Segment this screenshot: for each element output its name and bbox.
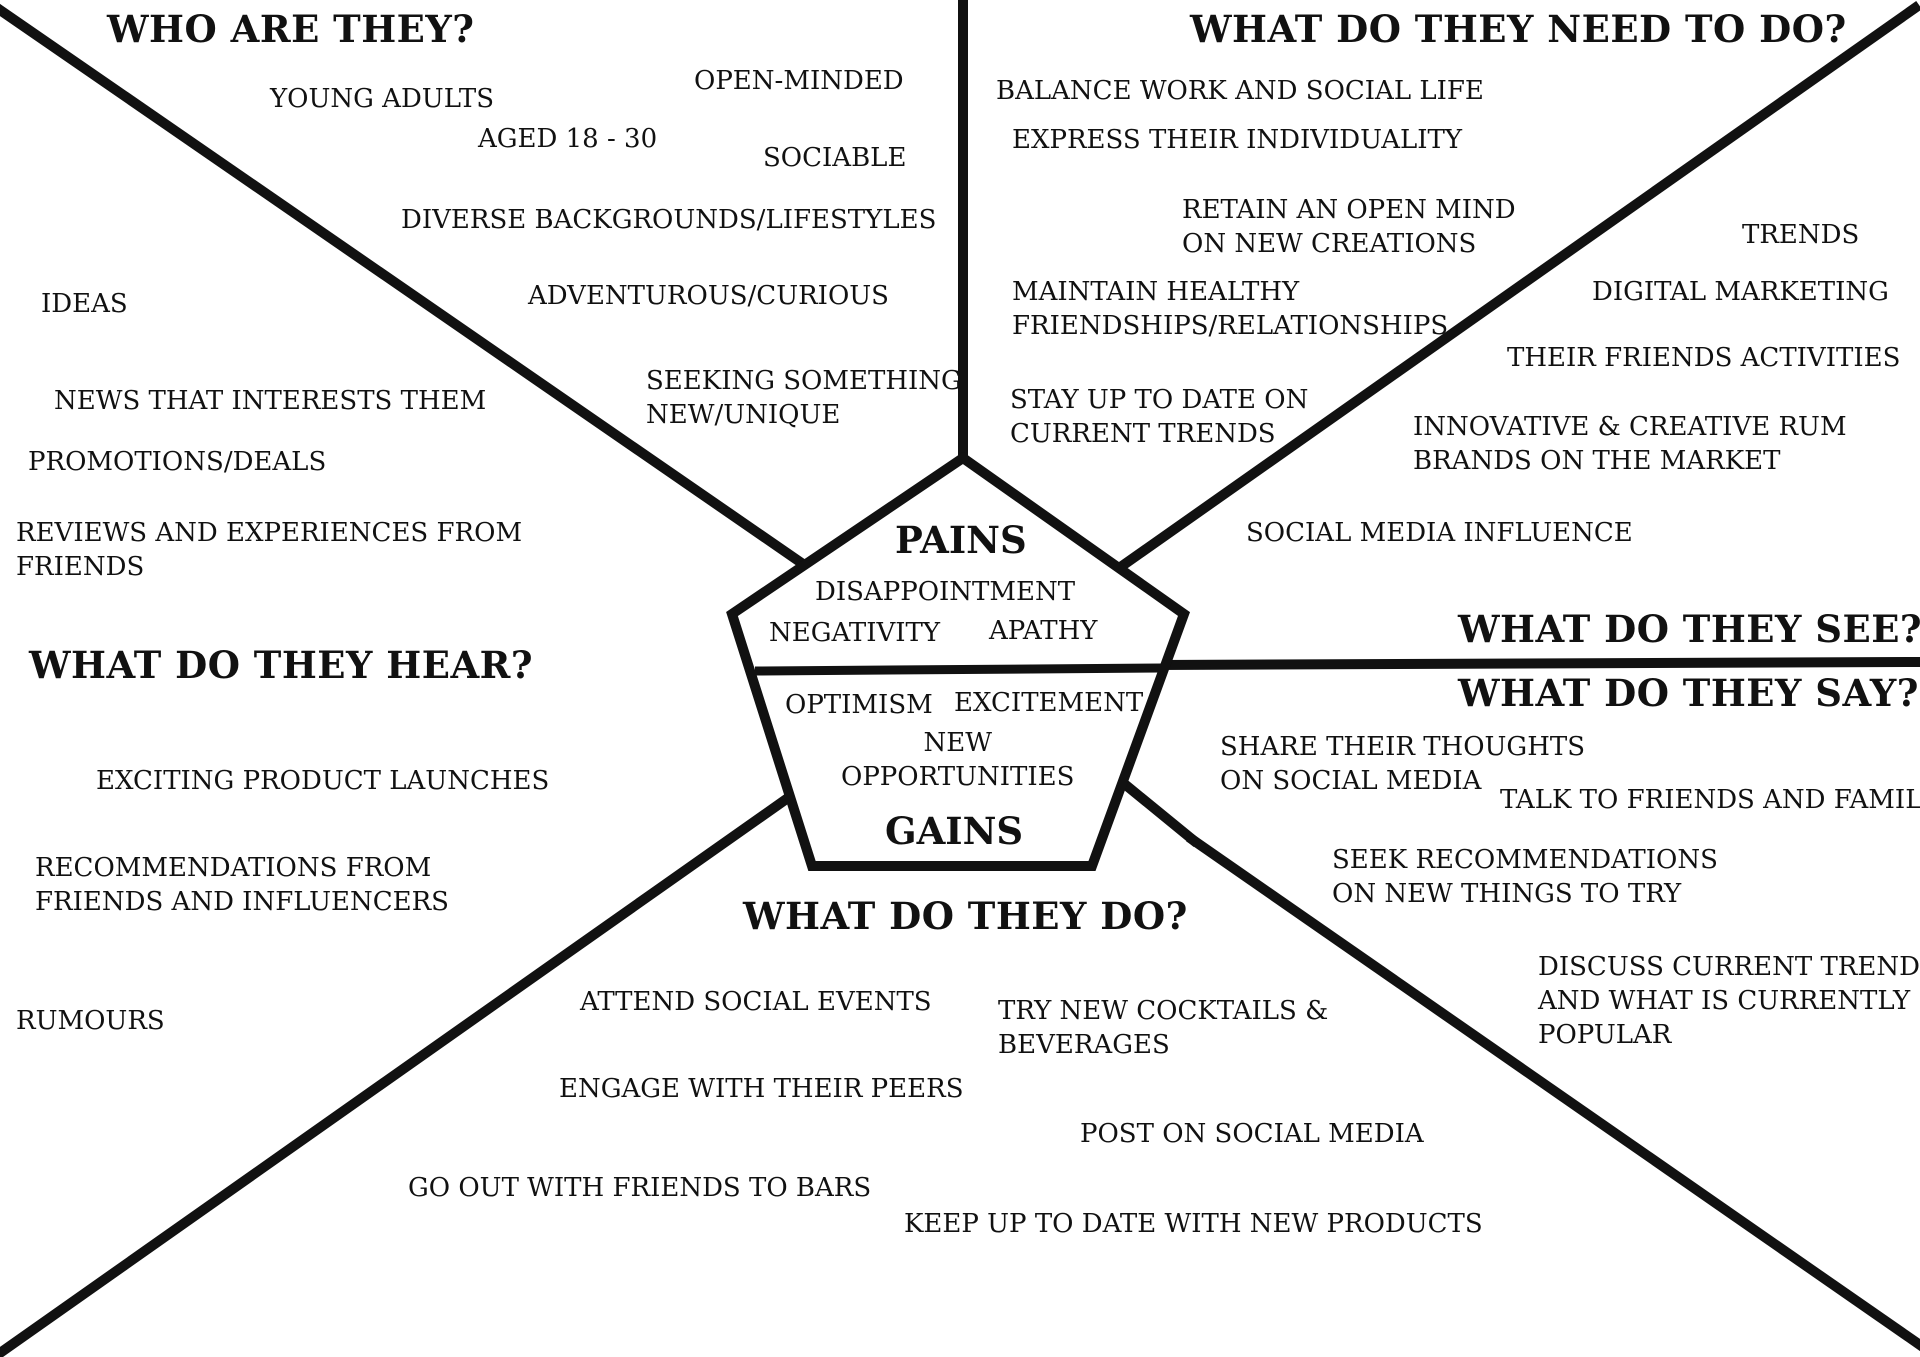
need-item-stay: STAY UP TO DATE ON CURRENT TRENDS xyxy=(1010,385,1309,449)
hear-heading: WHAT DO THEY HEAR? xyxy=(29,643,534,687)
pain-apathy: APATHY xyxy=(989,616,1098,646)
gain-optimism: OPTIMISM xyxy=(785,690,933,720)
do-item-attend: ATTEND SOCIAL EVENTS xyxy=(580,987,932,1017)
need-item-express: EXPRESS THEIR INDIVIDUALITY xyxy=(1012,125,1463,155)
see-item-social-media: SOCIAL MEDIA INFLUENCE xyxy=(1246,518,1633,548)
gain-new-opportunities: NEW OPPORTUNITIES xyxy=(841,728,1075,792)
see-item-friends-activities: THEIR FRIENDS ACTIVITIES xyxy=(1507,343,1901,373)
who-item-young-adults: YOUNG ADULTS xyxy=(270,84,495,114)
need-item-retain: RETAIN AN OPEN MIND ON NEW CREATIONS xyxy=(1182,195,1516,259)
pain-negativity: NEGATIVITY xyxy=(769,618,941,648)
hear-item-reviews: REVIEWS AND EXPERIENCES FROM FRIENDS xyxy=(16,518,523,582)
see-item-innovative: INNOVATIVE & CREATIVE RUM BRANDS ON THE … xyxy=(1413,412,1847,476)
hear-item-recommendations: RECOMMENDATIONS FROM FRIENDS AND INFLUEN… xyxy=(35,853,449,917)
gain-excitement: EXCITEMENT xyxy=(954,688,1144,718)
center-pentagon xyxy=(726,451,1191,871)
do-item-keep-up: KEEP UP TO DATE WITH NEW PRODUCTS xyxy=(904,1209,1483,1239)
divider-top-left xyxy=(0,3,810,571)
divider-bottom-right-lower xyxy=(1186,833,1920,1352)
see-item-digital-marketing: DIGITAL MARKETING xyxy=(1592,277,1889,307)
divider-bottom-left xyxy=(0,793,792,1357)
who-item-open-minded: OPEN-MINDED xyxy=(694,66,904,96)
who-item-diverse: DIVERSE BACKGROUNDS/LIFESTYLES xyxy=(401,205,937,235)
divider-right xyxy=(1152,656,1920,671)
pain-disappointment: DISAPPOINTMENT xyxy=(815,577,1076,607)
hear-item-ideas: IDEAS xyxy=(41,289,128,319)
say-item-talk: TALK TO FRIENDS AND FAMILY xyxy=(1500,785,1920,815)
hear-item-news: NEWS THAT INTERESTS THEM xyxy=(54,386,487,416)
gains-title: GAINS xyxy=(885,809,1024,853)
do-item-try: TRY NEW COCKTAILS & BEVERAGES xyxy=(998,996,1329,1060)
who-are-they-heading: WHO ARE THEY? xyxy=(107,7,475,51)
pains-title: PAINS xyxy=(895,518,1027,562)
need-item-maintain: MAINTAIN HEALTHY FRIENDSHIPS/RELATIONSHI… xyxy=(1012,277,1449,341)
say-item-share: SHARE THEIR THOUGHTS ON SOCIAL MEDIA xyxy=(1220,732,1586,796)
say-heading: WHAT DO THEY SAY? xyxy=(1458,671,1919,715)
who-item-seeking: SEEKING SOMETHING NEW/UNIQUE xyxy=(646,366,962,430)
say-item-seek: SEEK RECOMMENDATIONS ON NEW THINGS TO TR… xyxy=(1332,845,1718,909)
who-item-adventurous: ADVENTUROUS/CURIOUS xyxy=(528,281,889,311)
say-item-discuss: DISCUSS CURRENT TRENDS AND WHAT IS CURRE… xyxy=(1538,952,1920,1050)
hear-item-promotions: PROMOTIONS/DEALS xyxy=(28,447,327,477)
hear-item-rumours: RUMOURS xyxy=(16,1006,165,1036)
hear-item-launches: EXCITING PRODUCT LAUNCHES xyxy=(96,766,550,796)
who-item-sociable: SOCIABLE xyxy=(763,143,907,173)
divider-bottom-right xyxy=(1119,778,1201,848)
do-heading: WHAT DO THEY DO? xyxy=(743,894,1188,938)
do-item-engage: ENGAGE WITH THEIR PEERS xyxy=(559,1074,964,1104)
see-item-trends: TRENDS xyxy=(1742,220,1860,250)
pentagon-divider xyxy=(754,663,1163,676)
need-to-do-heading: WHAT DO THEY NEED TO DO? xyxy=(1190,7,1847,51)
divider-top-right xyxy=(1115,1,1920,573)
see-heading: WHAT DO THEY SEE? xyxy=(1458,607,1920,651)
who-item-aged: AGED 18 - 30 xyxy=(478,124,658,154)
need-item-balance: BALANCE WORK AND SOCIAL LIFE xyxy=(996,76,1484,106)
do-item-post: POST ON SOCIAL MEDIA xyxy=(1080,1119,1424,1149)
do-item-go-out: GO OUT WITH FRIENDS TO BARS xyxy=(408,1173,872,1203)
